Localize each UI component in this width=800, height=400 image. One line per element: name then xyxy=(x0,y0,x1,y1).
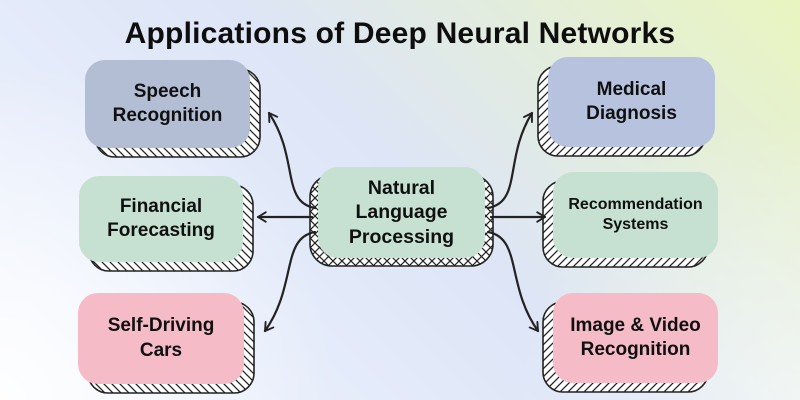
arrow-to-speech-recognition xyxy=(267,111,317,210)
arrow-to-medical-diagnosis xyxy=(486,111,534,210)
arrow-to-self-driving-cars xyxy=(263,230,317,333)
arrow-to-image-video-recognition xyxy=(486,230,540,333)
diagram-title: Applications of Deep Neural Networks xyxy=(124,17,676,50)
